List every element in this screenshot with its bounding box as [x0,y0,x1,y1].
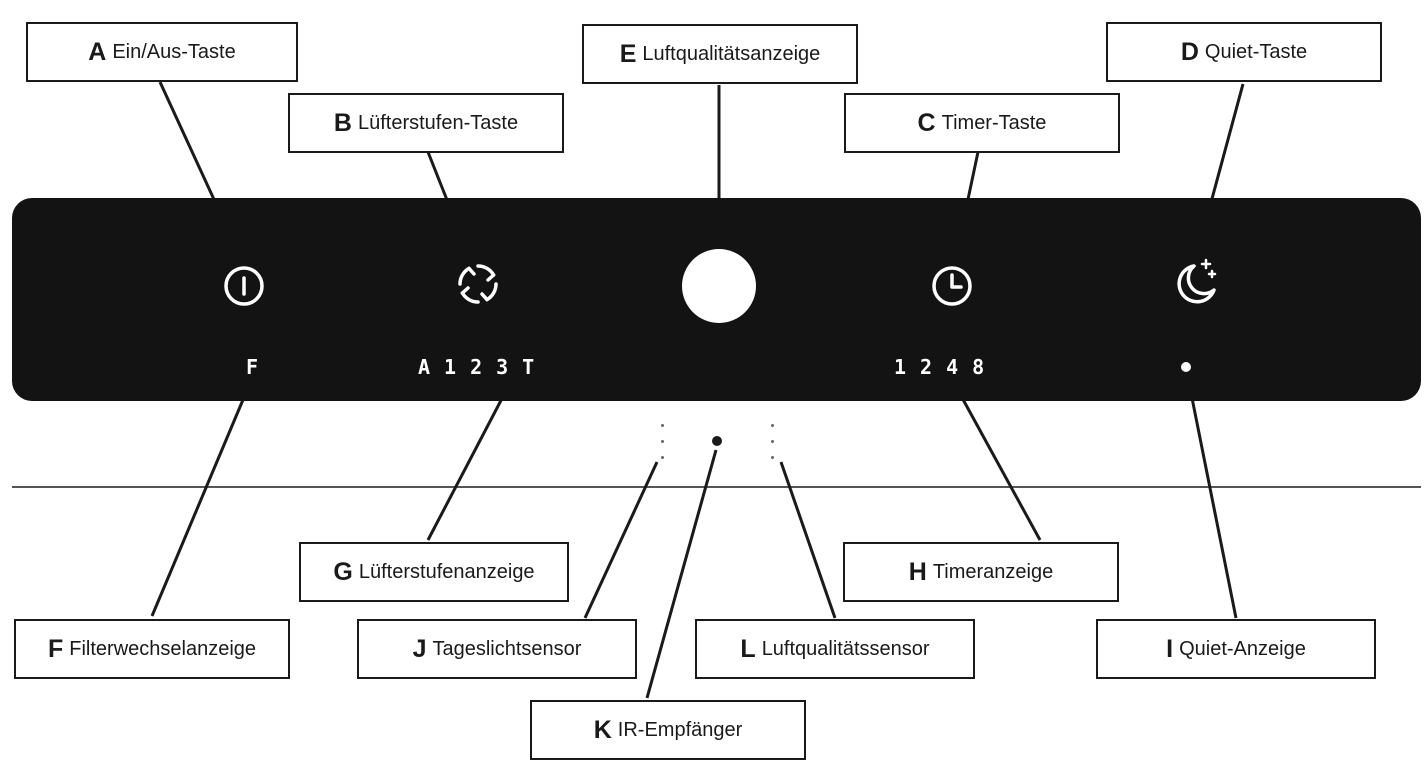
callout-c-letter: C [917,108,936,137]
callout-c-text: Timer-Taste [941,111,1047,134]
callout-l-letter: L [740,634,756,663]
callout-i-letter: I [1166,634,1174,663]
air-quality-sensor-dot-3 [771,456,774,459]
callout-f-letter: F [47,634,64,663]
leader-i [1187,382,1238,619]
callout-b-text: Lüfterstufen-Taste [357,111,519,134]
fan-level-display: A123T [418,355,549,379]
callout-d-letter: D [1180,37,1199,66]
callout-f-text: Filterwechselanzeige [69,637,257,660]
callout-h-text: Timeranzeige [932,560,1054,583]
air-quality-sensor-dot-2 [771,440,774,443]
callout-b-letter: B [333,108,352,137]
ir-receiver-dot [712,436,722,446]
timer-display: 1248 [894,355,999,379]
callout-d-text: Quiet-Taste [1204,40,1308,63]
callout-e-letter: E [619,39,637,68]
daylight-sensor-dot-3 [661,456,664,459]
callout-l-text: Luftqualitätssensor [761,637,930,660]
daylight-sensor-dot-1 [661,424,664,427]
leader-h [952,382,1042,541]
air-quality-indicator [682,249,756,323]
clock-icon[interactable] [922,256,982,316]
air-quality-sensor-dot-1 [771,424,774,427]
leader-k [645,449,718,699]
callout-a-letter: A [88,37,107,66]
callout-h-letter: H [908,557,927,586]
leader-g [426,386,510,541]
callout-e-text: Luftqualitätsanzeige [642,42,821,65]
leader-f [150,394,247,617]
daylight-sensor-dot-2 [661,440,664,443]
leader-l [779,461,837,619]
callout-k-letter: K [593,715,612,744]
filter-change-display: F [246,355,273,379]
callout-k-text: IR-Empfänger [617,718,743,741]
callout-a-text: Ein/Aus-Taste [112,40,236,63]
power-icon[interactable] [214,256,274,316]
fan-icon[interactable] [448,254,508,314]
leader-j [583,461,659,619]
callout-i-text: Quiet-Anzeige [1179,637,1306,660]
callout-j-text: Tageslichtsensor [432,637,582,660]
moon-icon[interactable] [1166,254,1226,314]
quiet-indicator-dot [1181,362,1191,372]
callout-g-text: Lüfterstufenanzeige [358,560,535,583]
callout-g-letter: G [333,557,353,586]
callout-j-letter: J [412,634,427,663]
